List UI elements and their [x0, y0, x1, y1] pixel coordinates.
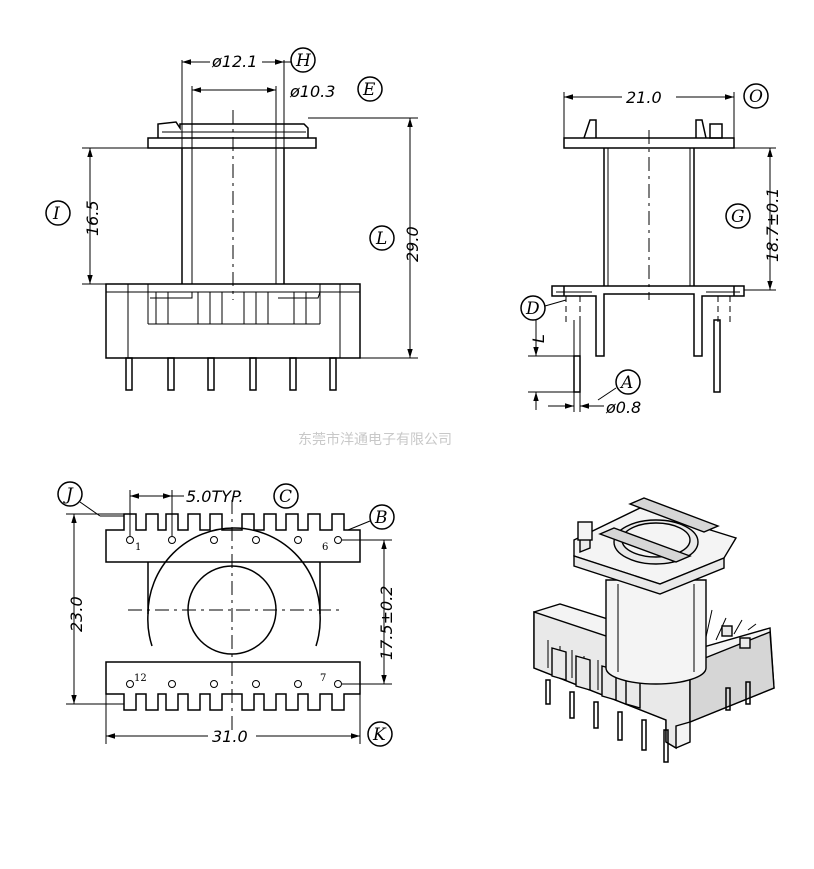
callout-o: O [749, 87, 763, 107]
callout-j: J [63, 485, 74, 505]
bottom-view: 1 6 12 7 5.0TYP. C J B 23.0 17.5±0.2 [57, 481, 396, 747]
isometric-view [533, 497, 775, 763]
dim-pin-dia: ø0.8 [605, 398, 641, 417]
dim-total-height: 29.0 [403, 226, 422, 262]
dim-side-width: 21.0 [626, 88, 662, 107]
dim-row-span: 17.5±0.2 [377, 586, 396, 660]
dim-bottom-height: 23.0 [67, 596, 86, 632]
front-view: ø12.1 H ø10.3 E 16.5 I 29.0 L [45, 47, 422, 391]
dim-flange-height: 16.5 [83, 200, 102, 236]
dim-bottom-width: 31.0 [212, 727, 248, 746]
callout-i: I [52, 204, 60, 224]
dim-outer-dia: ø12.1 [211, 52, 257, 71]
callout-g: G [731, 207, 745, 227]
callout-e: E [362, 80, 376, 100]
pin-label-1: 1 [135, 542, 141, 553]
pin-label-7: 7 [320, 673, 326, 684]
pin-label-6: 6 [322, 542, 328, 553]
callout-c: C [279, 487, 292, 507]
pin-label-12: 12 [134, 673, 147, 684]
dim-side-height: 18.7±0.1 [763, 188, 782, 262]
dim-pin-length: L [529, 334, 548, 343]
dim-pitch: 5.0TYP. [186, 487, 244, 506]
side-view: 21.0 O 18.7±0.1 G D L ø0.8 A [520, 83, 782, 417]
callout-h: H [295, 51, 312, 71]
callout-b: B [374, 508, 388, 528]
callout-l-front: L [375, 229, 387, 249]
callout-a: A [619, 373, 633, 393]
dim-inner-dia: ø10.3 [289, 82, 335, 101]
callout-d: D [525, 299, 540, 319]
callout-k: K [372, 725, 387, 745]
watermark: 东莞市洋通电子有限公司 [298, 431, 452, 448]
